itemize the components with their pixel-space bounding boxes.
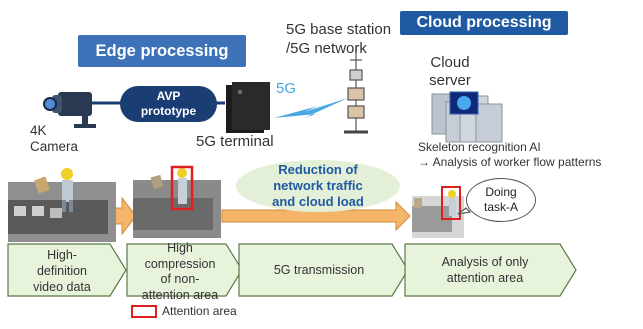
cloud-server-label: Cloud server: [426, 54, 474, 90]
step-1-line1: High-: [47, 248, 77, 262]
step-2-line3: of non-: [160, 272, 200, 286]
cloud-server-line2: server: [429, 72, 471, 89]
lightning-icon: [274, 98, 348, 118]
avp-line1: AVP: [156, 89, 181, 103]
edge-processing-badge: Edge processing: [78, 35, 246, 67]
base-station-label: 5G base station /5G network: [286, 20, 391, 58]
bubble-tail: [457, 207, 472, 215]
step-4-line2: attention area: [446, 271, 524, 285]
legend-label: Attention area: [162, 304, 237, 318]
cloud-server-line1: Cloud: [430, 54, 470, 71]
base-station-line1: 5G base station: [286, 21, 392, 38]
step-chevron-4: [404, 243, 577, 297]
step-3-line1: 5G transmission: [273, 263, 365, 277]
step-chevrons: [7, 243, 577, 297]
step-2-line1: High: [167, 241, 193, 255]
skeleton-line2: → Analysis of worker flow patterns: [418, 155, 602, 169]
step-1-line3: video data: [33, 280, 91, 294]
worker-photo-1: [8, 168, 116, 242]
step-1-text: High- definition video data: [10, 247, 114, 295]
bubble-line2: task-A: [483, 200, 518, 214]
step-3-text: 5G transmission: [244, 262, 394, 278]
step-1-line2: definition: [36, 264, 88, 278]
worker-photo-3: [412, 186, 464, 238]
reduction-ellipse: Reduction of network traffic and cloud l…: [236, 160, 400, 212]
tower-icon: [344, 48, 368, 134]
step-2-line4: attention area: [141, 287, 219, 302]
link-label: 5G: [276, 80, 297, 97]
attention-box-2: [441, 186, 461, 220]
attention-box-1: [170, 165, 194, 211]
avp-line2: prototype: [140, 104, 197, 118]
terminal-label: 5G terminal: [196, 133, 274, 150]
camera-icon: [43, 92, 96, 128]
task-bubble: Doing task-A: [466, 178, 536, 222]
step-4-line1: Analysis of only: [441, 255, 529, 269]
step-2-text: High compression of non- attention area: [128, 241, 232, 303]
skeleton-ai-label: Skeleton recognition AI → Analysis of wo…: [418, 140, 601, 170]
reduction-line1: Reduction of: [278, 162, 358, 177]
server-icon: [431, 91, 503, 143]
legend-swatch: [131, 305, 157, 318]
camera-line1: 4K: [30, 123, 47, 138]
skeleton-line1: Skeleton recognition AI: [418, 140, 541, 154]
step-4-text: Analysis of only attention area: [410, 254, 560, 286]
reduction-line3: and cloud load: [272, 194, 364, 209]
step-chevron-1: [7, 243, 127, 297]
step-2-line2: compression: [144, 256, 216, 271]
bubble-line1: Doing: [485, 185, 517, 199]
terminal-icon: [226, 82, 270, 133]
cloud-processing-badge: Cloud processing: [400, 11, 568, 35]
step-chevron-3: [238, 243, 409, 297]
step-chevron-2: [126, 243, 243, 297]
worker-photo-2: [133, 165, 221, 238]
avp-prototype-box: AVP prototype: [120, 86, 217, 122]
camera-label: 4K Camera: [30, 123, 78, 155]
transfer-arrow-2: [221, 200, 411, 232]
reduction-line2: network traffic: [273, 178, 363, 193]
base-station-line2: /5G network: [286, 40, 367, 57]
camera-line2: Camera: [30, 139, 79, 154]
